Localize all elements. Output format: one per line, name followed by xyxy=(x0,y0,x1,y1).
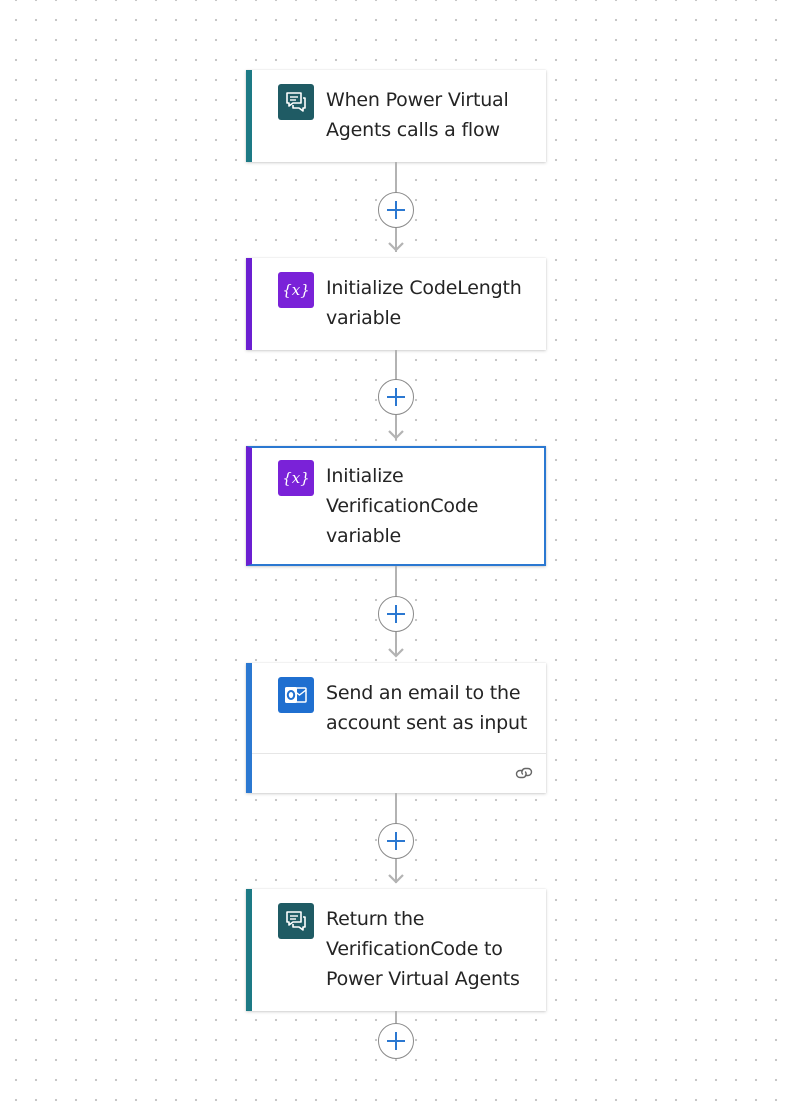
plus-icon xyxy=(387,605,405,623)
flow-step-card[interactable]: {x} Initialize CodeLength variable xyxy=(246,258,546,350)
flow-step-title: Return the VerificationCode to Power Vir… xyxy=(326,908,520,990)
variable-icon: {x} xyxy=(278,460,314,496)
plus-icon xyxy=(387,1032,405,1050)
flow-step-header: {x} Initialize VerificationCode variable xyxy=(252,448,544,565)
add-step-button[interactable] xyxy=(378,192,414,228)
flow-step-title: Initialize VerificationCode variable xyxy=(326,465,479,547)
add-step-button[interactable] xyxy=(378,1023,414,1059)
flow-step-header: Return the VerificationCode to Power Vir… xyxy=(252,889,546,1008)
flow-step-header: {x} Initialize CodeLength variable xyxy=(252,258,546,347)
step-connector xyxy=(395,1011,397,1023)
flow-step-footer xyxy=(252,753,546,792)
plus-icon xyxy=(387,832,405,850)
flow-step-title: Initialize CodeLength variable xyxy=(326,277,522,329)
link-icon[interactable] xyxy=(514,765,534,781)
connector-arrow-icon xyxy=(388,874,404,884)
flow-step-card[interactable]: Return the VerificationCode to Power Vir… xyxy=(246,889,546,1011)
flow-step-card[interactable]: Send an email to the account sent as inp… xyxy=(246,663,546,793)
flow-step-title: When Power Virtual Agents calls a flow xyxy=(326,89,509,141)
connector-arrow-icon xyxy=(388,242,404,252)
svg-text:{x}: {x} xyxy=(283,469,309,487)
flow-step-header: Send an email to the account sent as inp… xyxy=(252,663,546,753)
flow-step-title: Send an email to the account sent as inp… xyxy=(326,682,528,734)
chat-message-icon xyxy=(278,903,314,939)
add-step-button[interactable] xyxy=(378,596,414,632)
plus-icon xyxy=(387,201,405,219)
plus-icon xyxy=(387,388,405,406)
connector-arrow-icon xyxy=(388,430,404,440)
variable-icon: {x} xyxy=(278,272,314,308)
add-step-button[interactable] xyxy=(378,379,414,415)
outlook-icon xyxy=(278,677,314,713)
flow-step-card[interactable]: When Power Virtual Agents calls a flow xyxy=(246,70,546,162)
flow-step-header: When Power Virtual Agents calls a flow xyxy=(252,70,546,159)
flow-step-card[interactable]: {x} Initialize VerificationCode variable xyxy=(246,446,546,566)
add-step-button[interactable] xyxy=(378,823,414,859)
chat-message-icon xyxy=(278,84,314,120)
connector-arrow-icon xyxy=(388,648,404,658)
svg-text:{x}: {x} xyxy=(283,281,309,299)
